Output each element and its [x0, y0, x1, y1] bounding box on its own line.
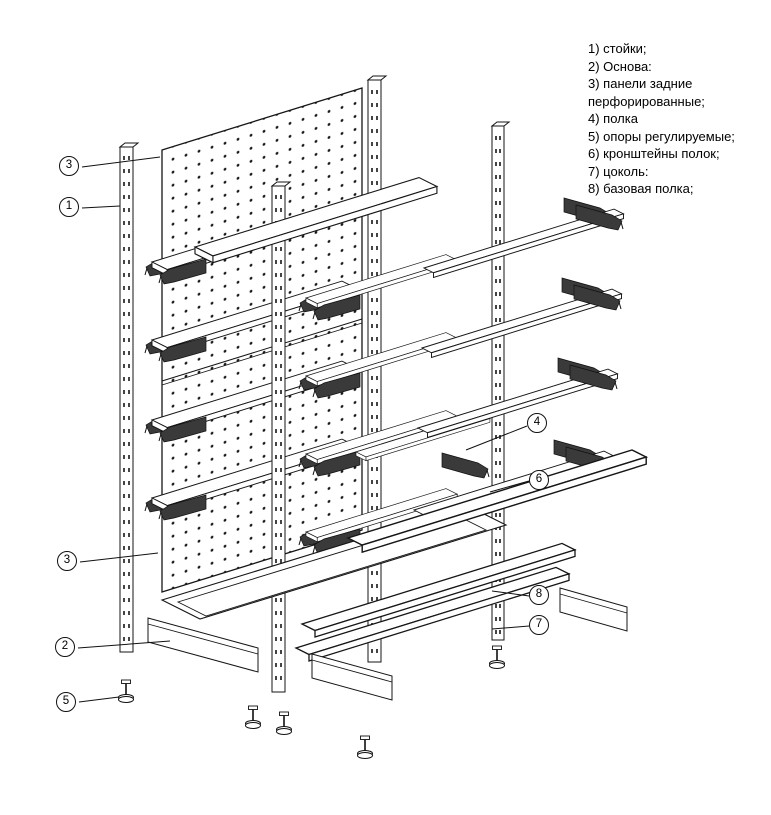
callout-label: 4 — [533, 416, 541, 429]
callout-1: 1 — [59, 197, 79, 217]
legend-line: 2) Основа: — [588, 58, 652, 74]
callout-4: 4 — [527, 413, 547, 433]
callout-label: 3 — [63, 554, 71, 567]
legend-line: 1) стойки; — [588, 41, 647, 56]
legend-line: 3) панели задние — [588, 76, 693, 91]
callout-3-lower: 3 — [57, 551, 77, 571]
callout-2: 2 — [55, 637, 75, 657]
callout-6: 6 — [529, 470, 549, 490]
callout-5: 5 — [56, 692, 76, 712]
leader-lines — [77, 156, 530, 703]
legend-line: 6) кронштейны полок; — [588, 146, 720, 161]
callout-label: 1 — [65, 200, 73, 213]
legend-line: 7) цоколь: — [588, 163, 649, 179]
callout-label: 2 — [61, 640, 69, 653]
callout-label: 8 — [535, 588, 543, 601]
callout-label: 7 — [535, 618, 543, 631]
legend-line: перфорированные; — [588, 93, 705, 109]
callout-8: 8 — [529, 585, 549, 605]
callout-7: 7 — [529, 615, 549, 635]
upright-post-front-left — [118, 142, 140, 653]
callout-3-upper: 3 — [59, 156, 79, 176]
legend-line: 5) опоры регулируемые; — [588, 128, 735, 144]
legend: 1) стойки; 2) Основа: 3) панели задние п… — [588, 40, 735, 198]
callout-label: 3 — [65, 159, 73, 172]
legend-line: 4) полка — [588, 111, 638, 126]
plinth-middle — [311, 653, 393, 701]
legend-line: 8) базовая полка; — [588, 181, 694, 196]
callout-label: 5 — [62, 695, 70, 708]
callout-label: 6 — [535, 473, 543, 486]
plinth-front-left — [147, 617, 259, 673]
plinth-right — [559, 587, 628, 632]
